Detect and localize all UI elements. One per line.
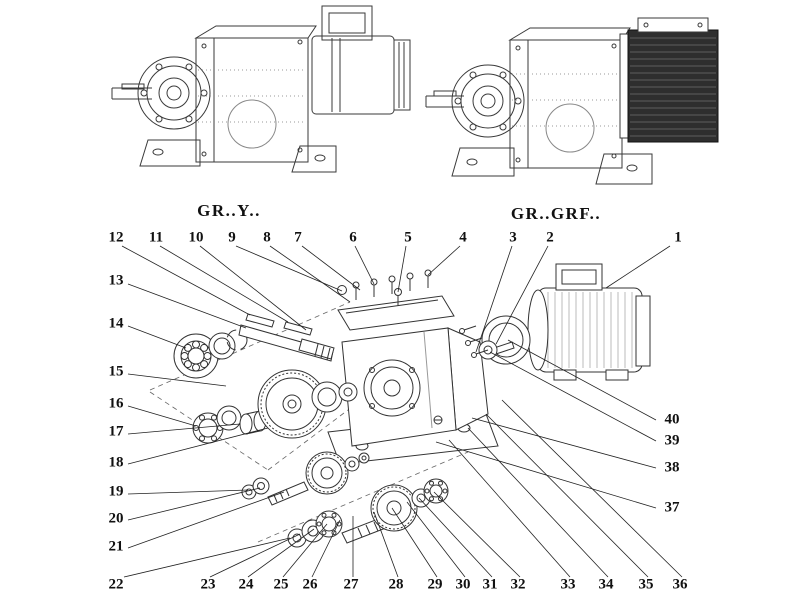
callout-12: 12: [108, 229, 124, 246]
callout-40: 40: [664, 411, 680, 428]
finned-cover-motor: [619, 17, 719, 143]
callout-33: 33: [560, 576, 576, 593]
callout-11: 11: [148, 229, 164, 246]
callout-27: 27: [343, 576, 359, 593]
callout-38: 38: [664, 459, 680, 476]
motor-flange-parts: [459, 315, 531, 365]
motor: [311, 5, 411, 115]
top-cover: [337, 269, 455, 331]
callout-6: 6: [349, 229, 357, 246]
callout-9: 9: [228, 229, 236, 246]
callout-17: 17: [108, 423, 124, 440]
callout-16: 16: [108, 395, 124, 412]
model-title-gr-y: GR..Y..: [197, 201, 261, 220]
callout-29: 29: [427, 576, 443, 593]
leader-lines: [121, 245, 683, 578]
assembled-view-gr-y: [111, 5, 411, 173]
callout-24: 24: [238, 576, 254, 593]
callout-19: 19: [108, 483, 124, 500]
callout-31: 31: [482, 576, 498, 593]
callout-30: 30: [455, 576, 471, 593]
mounting-feet: [139, 139, 337, 173]
callout-20: 20: [108, 510, 124, 527]
callout-25: 25: [273, 576, 289, 593]
callout-8: 8: [263, 229, 271, 246]
callout-21: 21: [108, 538, 124, 555]
callout-18: 18: [108, 454, 124, 471]
callout-1: 1: [674, 229, 682, 246]
callout-34: 34: [598, 576, 614, 593]
callout-15: 15: [108, 363, 124, 380]
model-title-gr-grf: GR..GRF..: [510, 204, 602, 223]
exploded-view: [149, 263, 651, 548]
gear-housing: [508, 27, 631, 169]
front-flange: [137, 56, 211, 130]
input-shaft: [111, 83, 152, 100]
gear-housing: [194, 25, 317, 163]
assembled-view-gr-grf: [425, 17, 719, 185]
callout-4: 4: [459, 229, 467, 246]
callout-14: 14: [108, 315, 124, 332]
callout-2: 2: [546, 229, 554, 246]
callout-28: 28: [388, 576, 404, 593]
callout-3: 3: [509, 229, 517, 246]
callout-7: 7: [294, 229, 302, 246]
mounting-feet: [451, 147, 653, 185]
callout-5: 5: [404, 229, 412, 246]
front-flange: [451, 64, 525, 138]
callout-10: 10: [188, 229, 204, 246]
callout-32: 32: [510, 576, 526, 593]
input-shaft-parts: [173, 313, 335, 379]
input-shaft: [425, 90, 464, 108]
motor-exploded: [527, 263, 651, 381]
callout-13: 13: [108, 272, 124, 289]
callout-39: 39: [664, 432, 680, 449]
output-shaft-parts: [287, 478, 449, 548]
intermediate-shaft-parts: [241, 451, 370, 506]
callout-36: 36: [672, 576, 688, 593]
callout-23: 23: [200, 576, 216, 593]
callout-35: 35: [638, 576, 654, 593]
callout-22: 22: [108, 576, 124, 593]
callout-26: 26: [302, 576, 318, 593]
callout-37: 37: [664, 499, 680, 516]
